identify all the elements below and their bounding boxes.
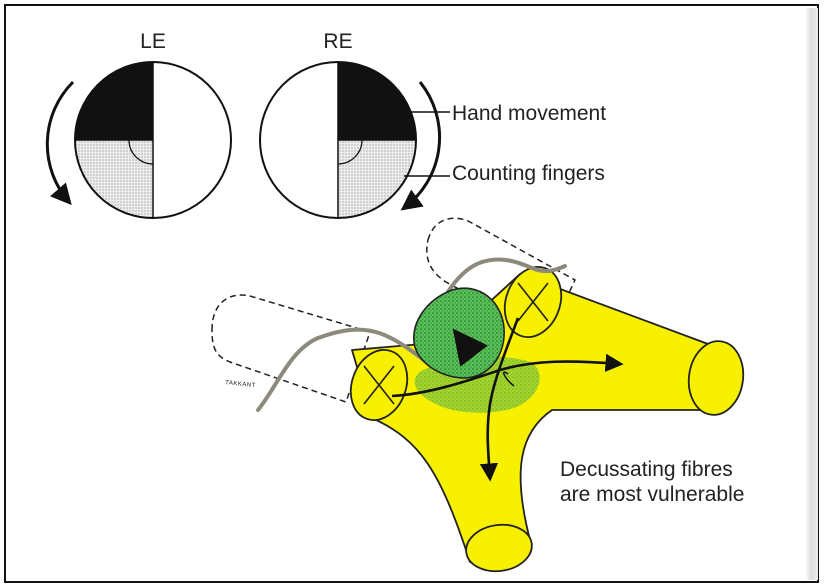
right-eye-hand-movement-quadrant [338, 62, 416, 140]
left-eye-hand-movement-quadrant [75, 62, 153, 140]
left-eye-label: LE [140, 30, 166, 53]
optic-chiasm [212, 218, 748, 575]
left-eye-counting-fingers-quadrant [75, 140, 153, 218]
caption-line-1: Decussating fibres [560, 458, 733, 481]
left-eye-field [75, 62, 231, 218]
counting-fingers-label: Counting fingers [452, 162, 605, 185]
left-eye-rotation-arrow [47, 82, 73, 202]
right-eye-field [260, 62, 416, 218]
hand-movement-label: Hand movement [452, 102, 606, 125]
artist-signature: TAKKANT [225, 380, 256, 389]
caption-line-2: are most vulnerable [560, 483, 744, 506]
right-eye-label: RE [323, 30, 352, 53]
